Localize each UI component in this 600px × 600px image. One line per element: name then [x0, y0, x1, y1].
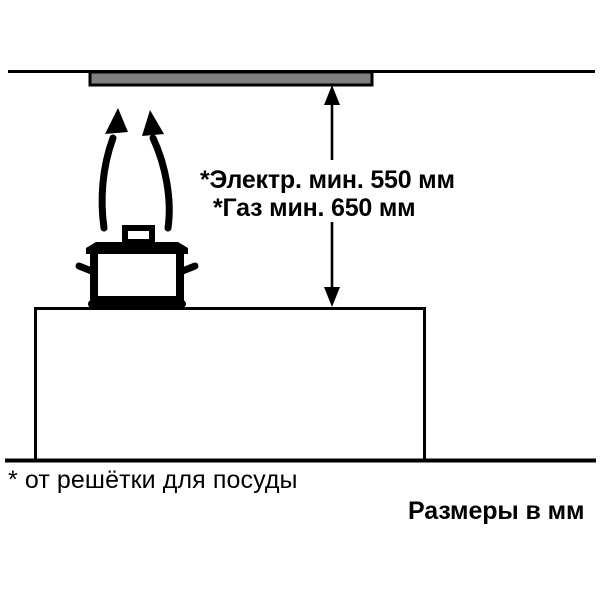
pot-lid: [86, 242, 188, 254]
clearance-note-gas: *Газ мин. 650 мм: [213, 194, 416, 222]
cooking-pot: [75, 225, 199, 308]
steam-arrow-right: [142, 110, 173, 232]
vertical-dimension-arrow: [324, 85, 340, 307]
pot-handle-right: [176, 262, 199, 276]
pot-body: [90, 254, 184, 304]
cooker-hood: [88, 70, 374, 87]
pot-handle-left: [75, 262, 98, 276]
clearance-note-electric: *Электр. мин. 550 мм: [200, 166, 455, 194]
units-note: Размеры в мм: [408, 497, 585, 525]
base-cabinet: [34, 307, 426, 462]
footnote-grate: * от решётки для посуды: [8, 466, 298, 494]
steam-arrow-left: [98, 108, 128, 232]
pot-lid-knob: [122, 225, 155, 245]
